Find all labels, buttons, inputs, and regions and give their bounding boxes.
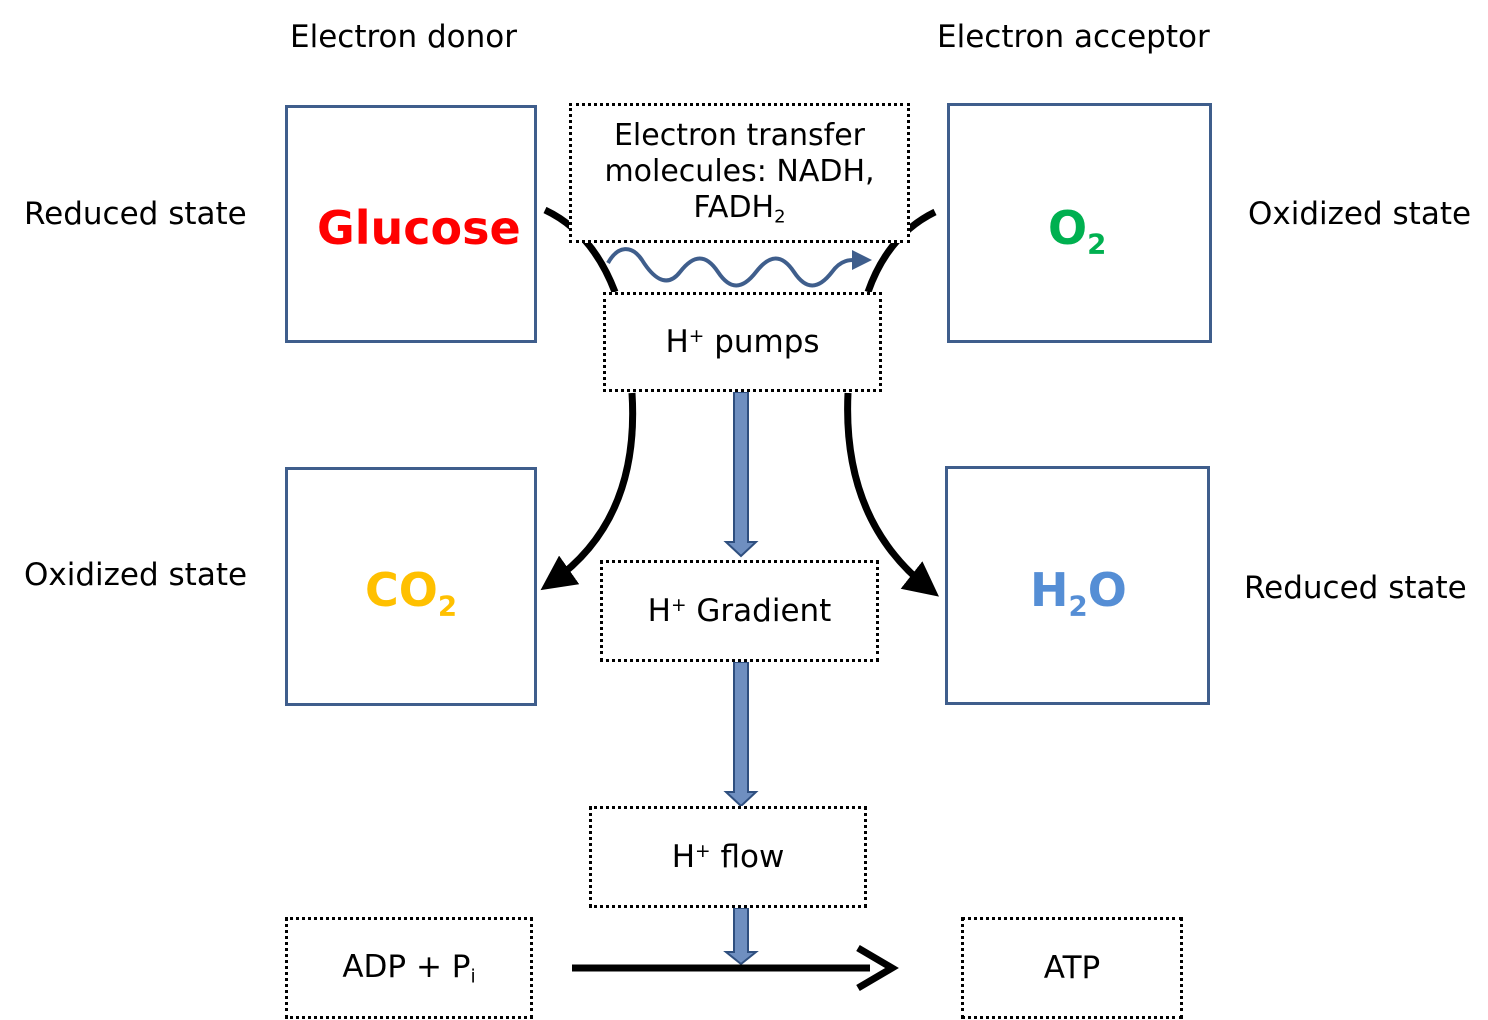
h-flow-label: H+ flow xyxy=(671,838,785,875)
atp-label: ATP xyxy=(1043,949,1101,986)
adp-label: ADP + Pi xyxy=(342,948,476,988)
adp-to-atp-arrowhead xyxy=(856,944,899,992)
h-pumps-box: H+ pumps xyxy=(603,292,882,392)
o2-label: O2 xyxy=(1048,201,1107,261)
state-label-left-top: Reduced state xyxy=(24,196,247,232)
h2o-label: H2O xyxy=(1030,563,1127,623)
h-gradient-label: H+ Gradient xyxy=(647,592,832,629)
arrow-to-h2o xyxy=(844,392,939,597)
electron-wavy-arrow xyxy=(606,247,872,288)
state-label-right-bottom: Reduced state xyxy=(1244,570,1467,606)
state-label-left-bottom: Oxidized state xyxy=(24,557,248,593)
electron-donor-header: Electron donor xyxy=(290,19,518,55)
co2-label: CO2 xyxy=(365,563,458,623)
electron-acceptor-header: Electron acceptor xyxy=(937,19,1210,55)
arrow-to-co2 xyxy=(540,392,637,591)
co2-box xyxy=(285,467,537,706)
block-arrow-pumps-to-gradient xyxy=(723,391,759,558)
electron-transfer-line3: FADH2 xyxy=(693,190,786,228)
state-label-right-top: Oxidized state xyxy=(1248,196,1472,232)
atp-box: ATP xyxy=(961,917,1183,1019)
h2o-box xyxy=(945,466,1210,705)
electron-transfer-line1: Electron transfer xyxy=(613,118,866,153)
o2-box xyxy=(947,103,1212,343)
right-upper-curve xyxy=(864,208,937,294)
h-flow-box: H+ flow xyxy=(589,806,867,908)
block-arrow-gradient-to-flow xyxy=(723,661,759,808)
glucose-box xyxy=(285,105,537,343)
electron-transfer-line2: molecules: NADH, xyxy=(604,154,875,189)
glucose-label: Glucose xyxy=(317,201,521,255)
h-gradient-box: H+ Gradient xyxy=(600,560,879,662)
block-arrow-flow-to-synthesis xyxy=(723,907,759,966)
adp-box: ADP + Pi xyxy=(285,917,533,1019)
electron-transfer-box: Electron transfer molecules: NADH, FADH2 xyxy=(569,103,910,243)
h-pumps-label: H+ pumps xyxy=(665,323,820,360)
